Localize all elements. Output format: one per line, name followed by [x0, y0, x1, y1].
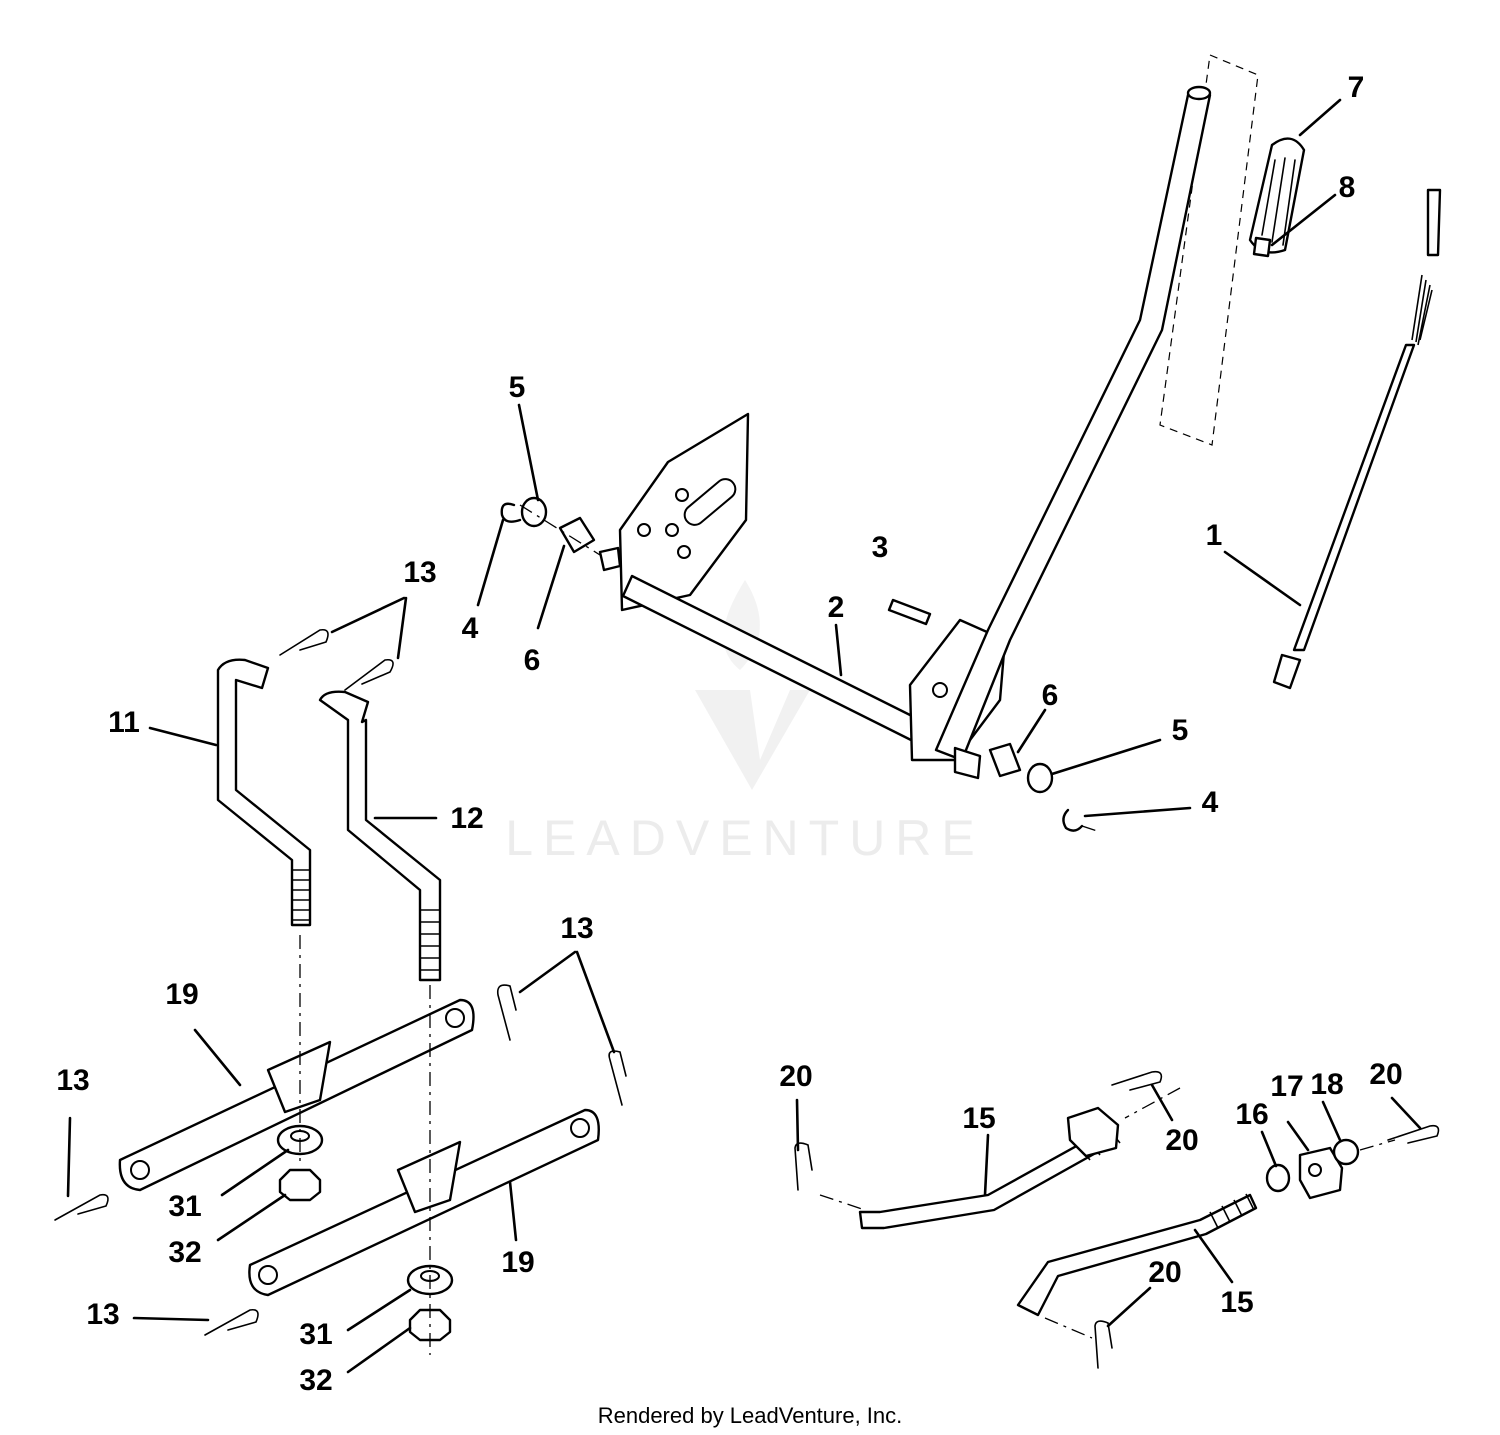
hairpin-clip	[608, 1050, 627, 1106]
plate-hole	[677, 545, 691, 559]
callout-20c: 20	[1369, 1058, 1402, 1091]
hairpin-clip	[496, 984, 517, 1041]
hairpin-clip	[54, 1193, 109, 1221]
callout-18: 18	[1310, 1068, 1343, 1101]
callout-5b: 5	[1172, 714, 1189, 747]
callout-4a: 4	[462, 612, 479, 645]
plate-hole	[665, 523, 679, 537]
callout-20d: 20	[1148, 1256, 1181, 1289]
washer-left	[520, 496, 548, 528]
lift-cable	[1272, 188, 1442, 690]
callout-6a: 6	[524, 644, 541, 677]
hairpin-clips	[54, 628, 627, 1336]
callout-16: 16	[1235, 1098, 1268, 1131]
callout-labels: 1 2 3 4 4 5 5 6 6 7 8 11 12 13 13 13 13 …	[56, 71, 1402, 1397]
cotter-pin	[1094, 1320, 1113, 1369]
adjustment-rods	[794, 1070, 1440, 1369]
lift-link-left	[216, 658, 312, 927]
callout-12: 12	[450, 802, 483, 835]
cotter-pin	[1111, 1070, 1163, 1091]
footer-credit: Rendered by LeadVenture, Inc.	[597, 1403, 903, 1428]
cable-end	[1272, 653, 1302, 690]
plate-hole	[675, 488, 689, 502]
plate-hole	[637, 523, 651, 537]
bushing-right	[988, 742, 1022, 778]
adjust-nut	[1265, 1163, 1291, 1193]
adjust-block-upper	[1066, 1106, 1120, 1158]
callout-13d: 13	[86, 1298, 119, 1331]
bushing-left	[558, 516, 596, 554]
callout-5a: 5	[509, 371, 526, 404]
callout-13a: 13	[403, 556, 436, 589]
hairpin-clip	[279, 628, 329, 656]
lift-arms	[118, 998, 600, 1297]
callout-19b: 19	[501, 1246, 534, 1279]
watermark-logo	[695, 690, 810, 790]
alignment-lines	[299, 504, 1396, 1355]
bracket-hole	[932, 682, 948, 698]
cable-line	[1292, 343, 1416, 652]
callout-15a: 15	[962, 1102, 995, 1135]
handle-tube	[934, 88, 1212, 762]
shaft-hardware-right	[988, 742, 1101, 833]
hairpin-clip	[204, 1308, 259, 1336]
callout-13b: 13	[560, 912, 593, 945]
shaft-key	[887, 598, 932, 626]
mounting-plate	[618, 412, 750, 612]
grip-plug	[1252, 236, 1272, 258]
callout-20b: 20	[1165, 1124, 1198, 1157]
lift-arm-lower-channel	[396, 1140, 462, 1214]
callout-17: 17	[1270, 1070, 1303, 1103]
nuts	[276, 1124, 454, 1342]
callout-15b: 15	[1220, 1286, 1253, 1319]
cable-tip	[1426, 188, 1442, 257]
lift-link-right	[318, 690, 442, 982]
callout-4b: 4	[1202, 786, 1219, 819]
callout-32b: 32	[299, 1364, 332, 1397]
grip-body	[1248, 137, 1306, 254]
lift-arm-upper-channel	[266, 1040, 332, 1114]
hairpin-clip	[344, 658, 394, 691]
callout-11: 11	[108, 706, 140, 739]
plate-slot	[683, 478, 737, 526]
cotter-pin	[1387, 1124, 1440, 1144]
adjust-rod-lower	[1016, 1193, 1258, 1317]
handle-ghost-outline	[1159, 54, 1259, 446]
shaft-stub-right	[953, 746, 982, 780]
callout-2: 2	[828, 591, 845, 624]
callout-1: 1	[1206, 519, 1223, 552]
callout-7: 7	[1348, 71, 1365, 104]
handle-grip	[1248, 137, 1306, 258]
shaft-stub-left	[598, 546, 622, 572]
leader-lines	[66, 98, 1422, 1374]
callout-20a: 20	[779, 1060, 812, 1093]
lift-links	[216, 658, 442, 982]
callout-3: 3	[872, 531, 889, 564]
retaining-clip-left	[500, 502, 522, 523]
lift-shaft-assembly	[598, 85, 1212, 780]
callout-31a: 31	[168, 1190, 201, 1223]
retaining-clip-right	[1062, 808, 1084, 832]
handle-tube-end	[1186, 85, 1212, 101]
watermark-text: LEADVENTURE	[505, 810, 985, 866]
callout-13c: 13	[56, 1064, 89, 1097]
callout-8: 8	[1339, 171, 1356, 204]
callout-32a: 32	[168, 1236, 201, 1269]
callout-6b: 6	[1042, 679, 1059, 712]
adjust-washer	[1332, 1138, 1360, 1166]
cable-spring	[1411, 274, 1433, 346]
washer-right	[1026, 762, 1054, 794]
callout-31b: 31	[299, 1318, 332, 1351]
callout-19a: 19	[165, 978, 198, 1011]
shaft-hardware-left	[500, 496, 596, 554]
